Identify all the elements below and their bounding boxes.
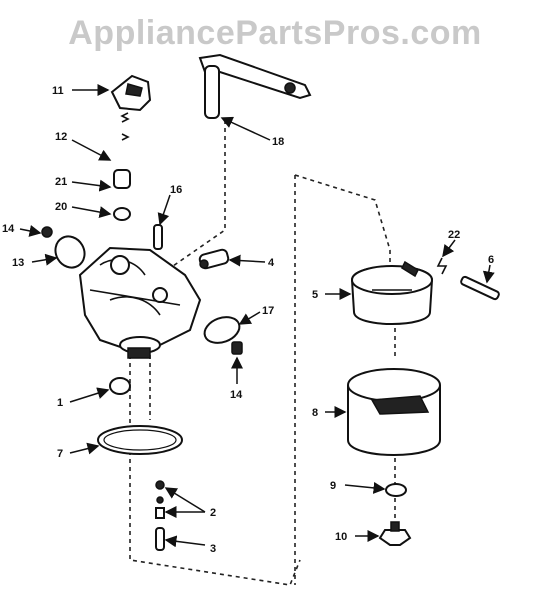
part-20-washer [113,207,131,221]
callout-8: 8 [312,407,318,419]
part-9-gasket [385,483,407,497]
leader-9 [344,481,386,494]
part-16-pin [153,224,163,250]
callout-14-lower: 14 [230,389,243,401]
callout-20: 20 [55,201,67,213]
leader-16 [157,194,171,226]
leader-2a [164,487,206,513]
leader-6 [482,264,495,284]
leader-22 [442,239,456,258]
part-1-needle [109,377,131,395]
callout-9: 9 [330,480,336,492]
part-8-float-bowl [347,368,441,456]
callout-10: 10 [335,531,347,543]
leader-7 [69,442,100,455]
part-12-spring [120,112,130,141]
callout-12: 12 [55,131,67,143]
callout-21: 21 [55,176,67,188]
leader-17 [238,311,261,325]
callout-3: 3 [210,543,216,555]
part-2-fasteners [155,480,165,519]
part-22-clip [436,257,448,275]
callout-6: 6 [488,254,494,266]
callout-14: 14 [2,223,15,235]
callout-7: 7 [57,448,63,460]
callout-11: 11 [52,85,64,97]
part-14-screw-upper [41,226,53,238]
leader-1 [69,387,110,403]
leader-4 [228,254,266,267]
callout-17: 17 [262,305,274,317]
part-21-seal [113,169,131,189]
callout-13: 13 [12,257,24,269]
callout-2: 2 [210,507,216,519]
leader-13 [31,253,58,266]
leader-12 [71,139,112,161]
callout-5: 5 [312,289,318,301]
leader-14a [19,225,42,237]
watermark: AppliancePartsPros.com [68,14,482,52]
part-4-nozzle [198,248,230,270]
part-7-o-ring [97,425,183,455]
part-3-pin [155,527,165,551]
callout-22: 22 [448,229,460,241]
leader-21 [71,179,112,192]
assembly-line-bowl [294,174,391,270]
part-10-bolt [378,521,412,546]
callout-16: 16 [170,184,182,196]
part-18-linkage [198,53,312,119]
assembly-line-main [159,120,226,276]
part-11-clip [110,74,152,112]
leader-3 [164,535,206,548]
part-14-screw-lower [231,341,243,355]
part-5-float [350,260,434,325]
part-6-shaft [460,275,500,301]
leader-20 [71,206,112,218]
carburetor-body [78,246,202,359]
callout-18: 18 [272,136,284,148]
part-13-gasket [54,235,86,269]
leader-18 [220,116,271,141]
callout-4: 4 [268,257,275,269]
callout-1: 1 [57,397,63,409]
